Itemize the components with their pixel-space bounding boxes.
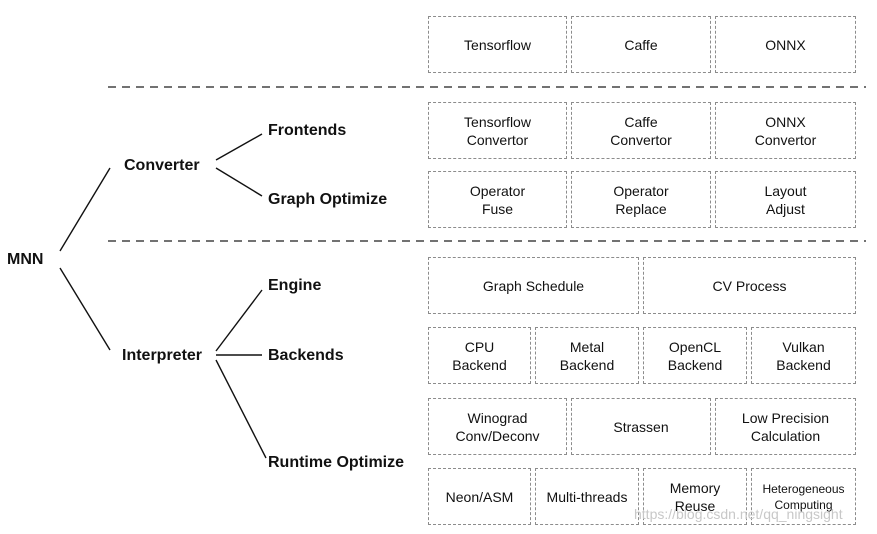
box-multi-threads-label: Multi-threads bbox=[546, 488, 628, 505]
box-cv-process: CV Process bbox=[643, 257, 856, 314]
box-tensorflow-convertor: Tensorflow Convertor bbox=[428, 102, 567, 159]
box-cpu-backend-label: CPU Backend bbox=[452, 338, 507, 373]
box-onnx-label: ONNX bbox=[765, 36, 806, 53]
box-strassen: Strassen bbox=[571, 398, 711, 455]
box-neon-asm: Neon/ASM bbox=[428, 468, 531, 525]
box-operator-replace-label: Operator Replace bbox=[613, 182, 669, 217]
box-metal-backend-label: Metal Backend bbox=[559, 338, 615, 373]
box-cpu-backend: CPU Backend bbox=[428, 327, 531, 384]
tree-node-converter: Converter bbox=[124, 157, 200, 174]
tree-root-mnn: MNN bbox=[7, 251, 44, 268]
box-operator-replace: Operator Replace bbox=[571, 171, 711, 228]
tree-leaf-engine: Engine bbox=[268, 277, 322, 294]
tree-leaf-runtime-optimize: Runtime Optimize bbox=[268, 454, 405, 471]
box-cv-process-label: CV Process bbox=[712, 277, 787, 294]
box-opencl-backend: OpenCL Backend bbox=[643, 327, 747, 384]
box-multi-threads: Multi-threads bbox=[535, 468, 639, 525]
box-graph-schedule-label: Graph Schedule bbox=[482, 277, 585, 294]
box-graph-schedule: Graph Schedule bbox=[428, 257, 639, 314]
box-onnx-convertor-label: ONNX Convertor bbox=[754, 113, 817, 148]
box-tensorflow: Tensorflow bbox=[428, 16, 567, 73]
box-caffe: Caffe bbox=[571, 16, 711, 73]
box-low-precision-label: Low Precision Calculation bbox=[741, 409, 830, 444]
box-tensorflow-label: Tensorflow bbox=[464, 36, 531, 53]
tree-node-interpreter: Interpreter bbox=[122, 347, 203, 364]
edge-interpreter-runtime bbox=[215, 359, 267, 459]
box-heterogeneous-computing-label: Heterogeneous Computing bbox=[762, 481, 845, 512]
box-heterogeneous-computing: Heterogeneous Computing bbox=[751, 468, 856, 525]
box-tensorflow-convertor-label: Tensorflow Convertor bbox=[464, 113, 531, 148]
tree-leaf-frontends: Frontends bbox=[268, 122, 347, 139]
box-strassen-label: Strassen bbox=[613, 418, 669, 435]
tree-leaf-backends: Backends bbox=[268, 347, 344, 364]
box-operator-fuse-label: Operator Fuse bbox=[469, 182, 526, 217]
box-layout-adjust: Layout Adjust bbox=[715, 171, 856, 228]
watermark-text: https://blog.csdn.net/qq_ningsight bbox=[634, 506, 843, 522]
box-memory-reuse: Memory Reuse bbox=[643, 468, 747, 525]
box-winograd-label: Winograd Conv/Deconv bbox=[455, 409, 540, 444]
box-winograd: Winograd Conv/Deconv bbox=[428, 398, 567, 455]
box-operator-fuse: Operator Fuse bbox=[428, 171, 567, 228]
box-vulkan-backend-label: Vulkan Backend bbox=[776, 338, 831, 373]
box-opencl-backend-label: OpenCL Backend bbox=[667, 338, 723, 373]
box-caffe-convertor-label: Caffe Convertor bbox=[610, 113, 672, 148]
box-neon-asm-label: Neon/ASM bbox=[445, 488, 514, 505]
box-low-precision: Low Precision Calculation bbox=[715, 398, 856, 455]
box-metal-backend: Metal Backend bbox=[535, 327, 639, 384]
edge-converter-frontends bbox=[215, 133, 263, 161]
edge-converter-graph-optimize bbox=[215, 167, 263, 197]
box-vulkan-backend: Vulkan Backend bbox=[751, 327, 856, 384]
edge-interpreter-engine bbox=[215, 289, 263, 352]
tree-leaf-graph-optimize: Graph Optimize bbox=[268, 191, 388, 208]
box-caffe-convertor: Caffe Convertor bbox=[571, 102, 711, 159]
box-onnx-convertor: ONNX Convertor bbox=[715, 102, 856, 159]
box-onnx: ONNX bbox=[715, 16, 856, 73]
edge-mnn-converter bbox=[59, 167, 111, 252]
box-caffe-label: Caffe bbox=[624, 36, 658, 53]
edge-mnn-interpreter bbox=[59, 267, 111, 351]
box-memory-reuse-label: Memory Reuse bbox=[669, 479, 721, 514]
box-layout-adjust-label: Layout Adjust bbox=[764, 182, 807, 217]
